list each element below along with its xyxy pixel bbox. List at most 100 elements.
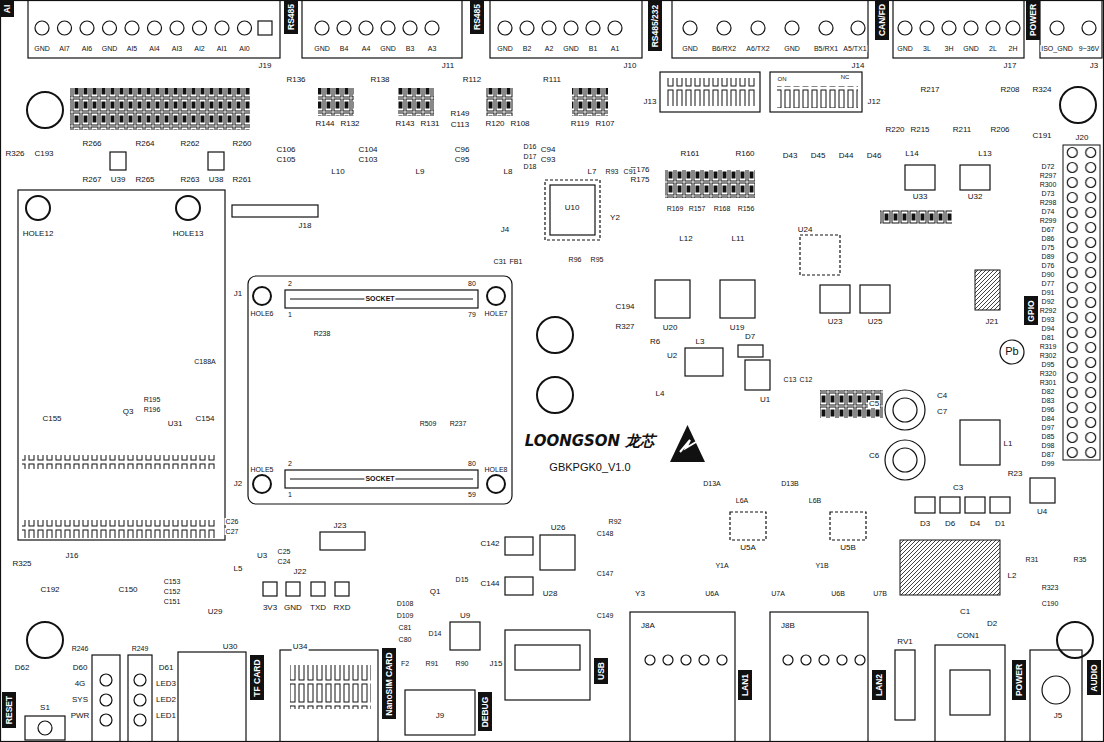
component-ref: C13 — [783, 376, 798, 383]
tag-text: AI — [3, 4, 12, 13]
component-ref: B4 — [339, 45, 350, 52]
component-ref: C105 — [275, 156, 296, 164]
component-ref: D87 — [1041, 451, 1056, 458]
component-ref: D18 — [523, 163, 538, 170]
component-ref: D73 — [1041, 190, 1056, 197]
component-ref: C194 — [614, 303, 635, 311]
component-ref: J14 — [851, 62, 866, 70]
component-ref: D82 — [1041, 388, 1056, 395]
component-ref: R263 — [179, 176, 200, 184]
component-ref: J10 — [623, 62, 638, 70]
component-ref: C147 — [596, 570, 615, 577]
component-ref: HOLE7 — [484, 310, 509, 317]
component-ref: Y1B — [814, 562, 829, 569]
silkscreen-tag: RS485 — [470, 0, 484, 34]
component-ref: B5/RX1 — [813, 45, 839, 52]
component-ref: GBKPGK0_V1.0 — [548, 462, 631, 473]
component-ref: R261 — [231, 176, 252, 184]
component-ref: SOCKET — [364, 475, 395, 482]
component-ref: C5 — [868, 400, 880, 408]
component-ref: D84 — [1041, 415, 1056, 422]
component-ref: C144 — [479, 580, 500, 588]
silkscreen-tag: LAN1 — [738, 670, 752, 700]
component-ref: GND — [313, 45, 331, 52]
component-ref: GND — [896, 45, 914, 52]
component-ref: 3L — [922, 45, 932, 52]
component-ref: HOLE6 — [250, 310, 275, 317]
component-ref: R300 — [1039, 181, 1058, 188]
component-ref: R324 — [1031, 86, 1052, 94]
component-ref: GND — [33, 45, 51, 52]
component-ref: R168 — [713, 205, 732, 212]
component-ref: U25 — [867, 318, 884, 326]
silkscreen-tag: GPIO — [1024, 296, 1038, 325]
component-ref: 4G — [74, 680, 87, 688]
component-ref: R267 — [81, 176, 102, 184]
component-ref: R156 — [737, 205, 756, 212]
component-ref: J18 — [298, 222, 313, 230]
component-ref: PWR — [70, 712, 91, 720]
component-ref: GND — [783, 45, 801, 52]
component-ref: HOLE12 — [22, 230, 55, 238]
component-ref: R319 — [1039, 343, 1058, 350]
component-ref: C155 — [41, 415, 62, 423]
component-ref: ON — [777, 76, 788, 82]
component-ref: R111 — [542, 76, 562, 84]
component-ref: B6/RX2 — [711, 45, 737, 52]
component-ref: C3 — [952, 484, 964, 492]
component-ref: D109 — [396, 612, 415, 619]
component-ref: R260 — [231, 140, 252, 148]
component-ref: L14 — [904, 150, 919, 158]
component-ref: LED2 — [155, 696, 177, 704]
silkscreen-tag: LAN2 — [872, 670, 886, 700]
component-ref: C152 — [163, 588, 182, 595]
component-ref: D91 — [1041, 289, 1056, 296]
mounting-holes — [26, 87, 1096, 658]
component-ref: R195 — [143, 396, 162, 403]
component-ref: C153 — [163, 578, 182, 585]
tag-text: GPIO — [1027, 300, 1036, 321]
silkscreen-tag: RS485 — [284, 0, 298, 34]
component-ref: D94 — [1041, 325, 1056, 332]
component-ref: R175 — [629, 176, 650, 184]
component-ref: D4 — [969, 520, 981, 528]
component-ref: D45 — [810, 152, 827, 160]
component-ref: TXD — [309, 604, 327, 612]
component-ref: C113 — [450, 121, 471, 129]
component-ref: GND — [562, 45, 580, 52]
component-ref: U31 — [167, 420, 184, 428]
component-ref: U3 — [256, 552, 268, 560]
component-ref: C188A — [193, 358, 216, 365]
component-ref: U2 — [666, 352, 678, 360]
component-ref: J3 — [1089, 62, 1099, 70]
component-ref: D83 — [1041, 397, 1056, 404]
silkscreen-tag: NanoSIM CARD — [382, 648, 396, 719]
component-ref: C80 — [398, 636, 413, 643]
silkscreen-tag: POWER — [1026, 0, 1040, 40]
component-ref: Q3 — [122, 408, 135, 416]
component-ref: U7B — [872, 590, 888, 597]
component-ref: S1 — [39, 704, 51, 712]
component-ref: D3 — [919, 520, 931, 528]
component-ref: A1 — [610, 45, 621, 52]
component-ref: HOLE8 — [484, 466, 509, 473]
component-ref: U4 — [1036, 508, 1048, 516]
component-ref: U26 — [550, 524, 567, 532]
component-ref: D75 — [1041, 244, 1056, 251]
component-ref: U1 — [759, 396, 771, 404]
tag-text: USB — [597, 662, 606, 680]
component-ref: R131 — [419, 120, 440, 128]
component-ref: J1 — [233, 290, 243, 298]
component-ref: R301 — [1039, 379, 1058, 386]
component-ref: A3 — [427, 45, 438, 52]
component-ref: R292 — [1039, 307, 1058, 314]
component-ref: Y1A — [714, 562, 729, 569]
component-ref: R169 — [666, 205, 685, 212]
component-ref: R144 — [314, 120, 335, 128]
component-ref: A6/TX2 — [745, 45, 770, 52]
component-ref: J23 — [333, 522, 348, 530]
component-ref: L2 — [1007, 572, 1018, 580]
silkscreen-tag: RESET — [2, 692, 16, 728]
component-ref: D90 — [1041, 271, 1056, 278]
